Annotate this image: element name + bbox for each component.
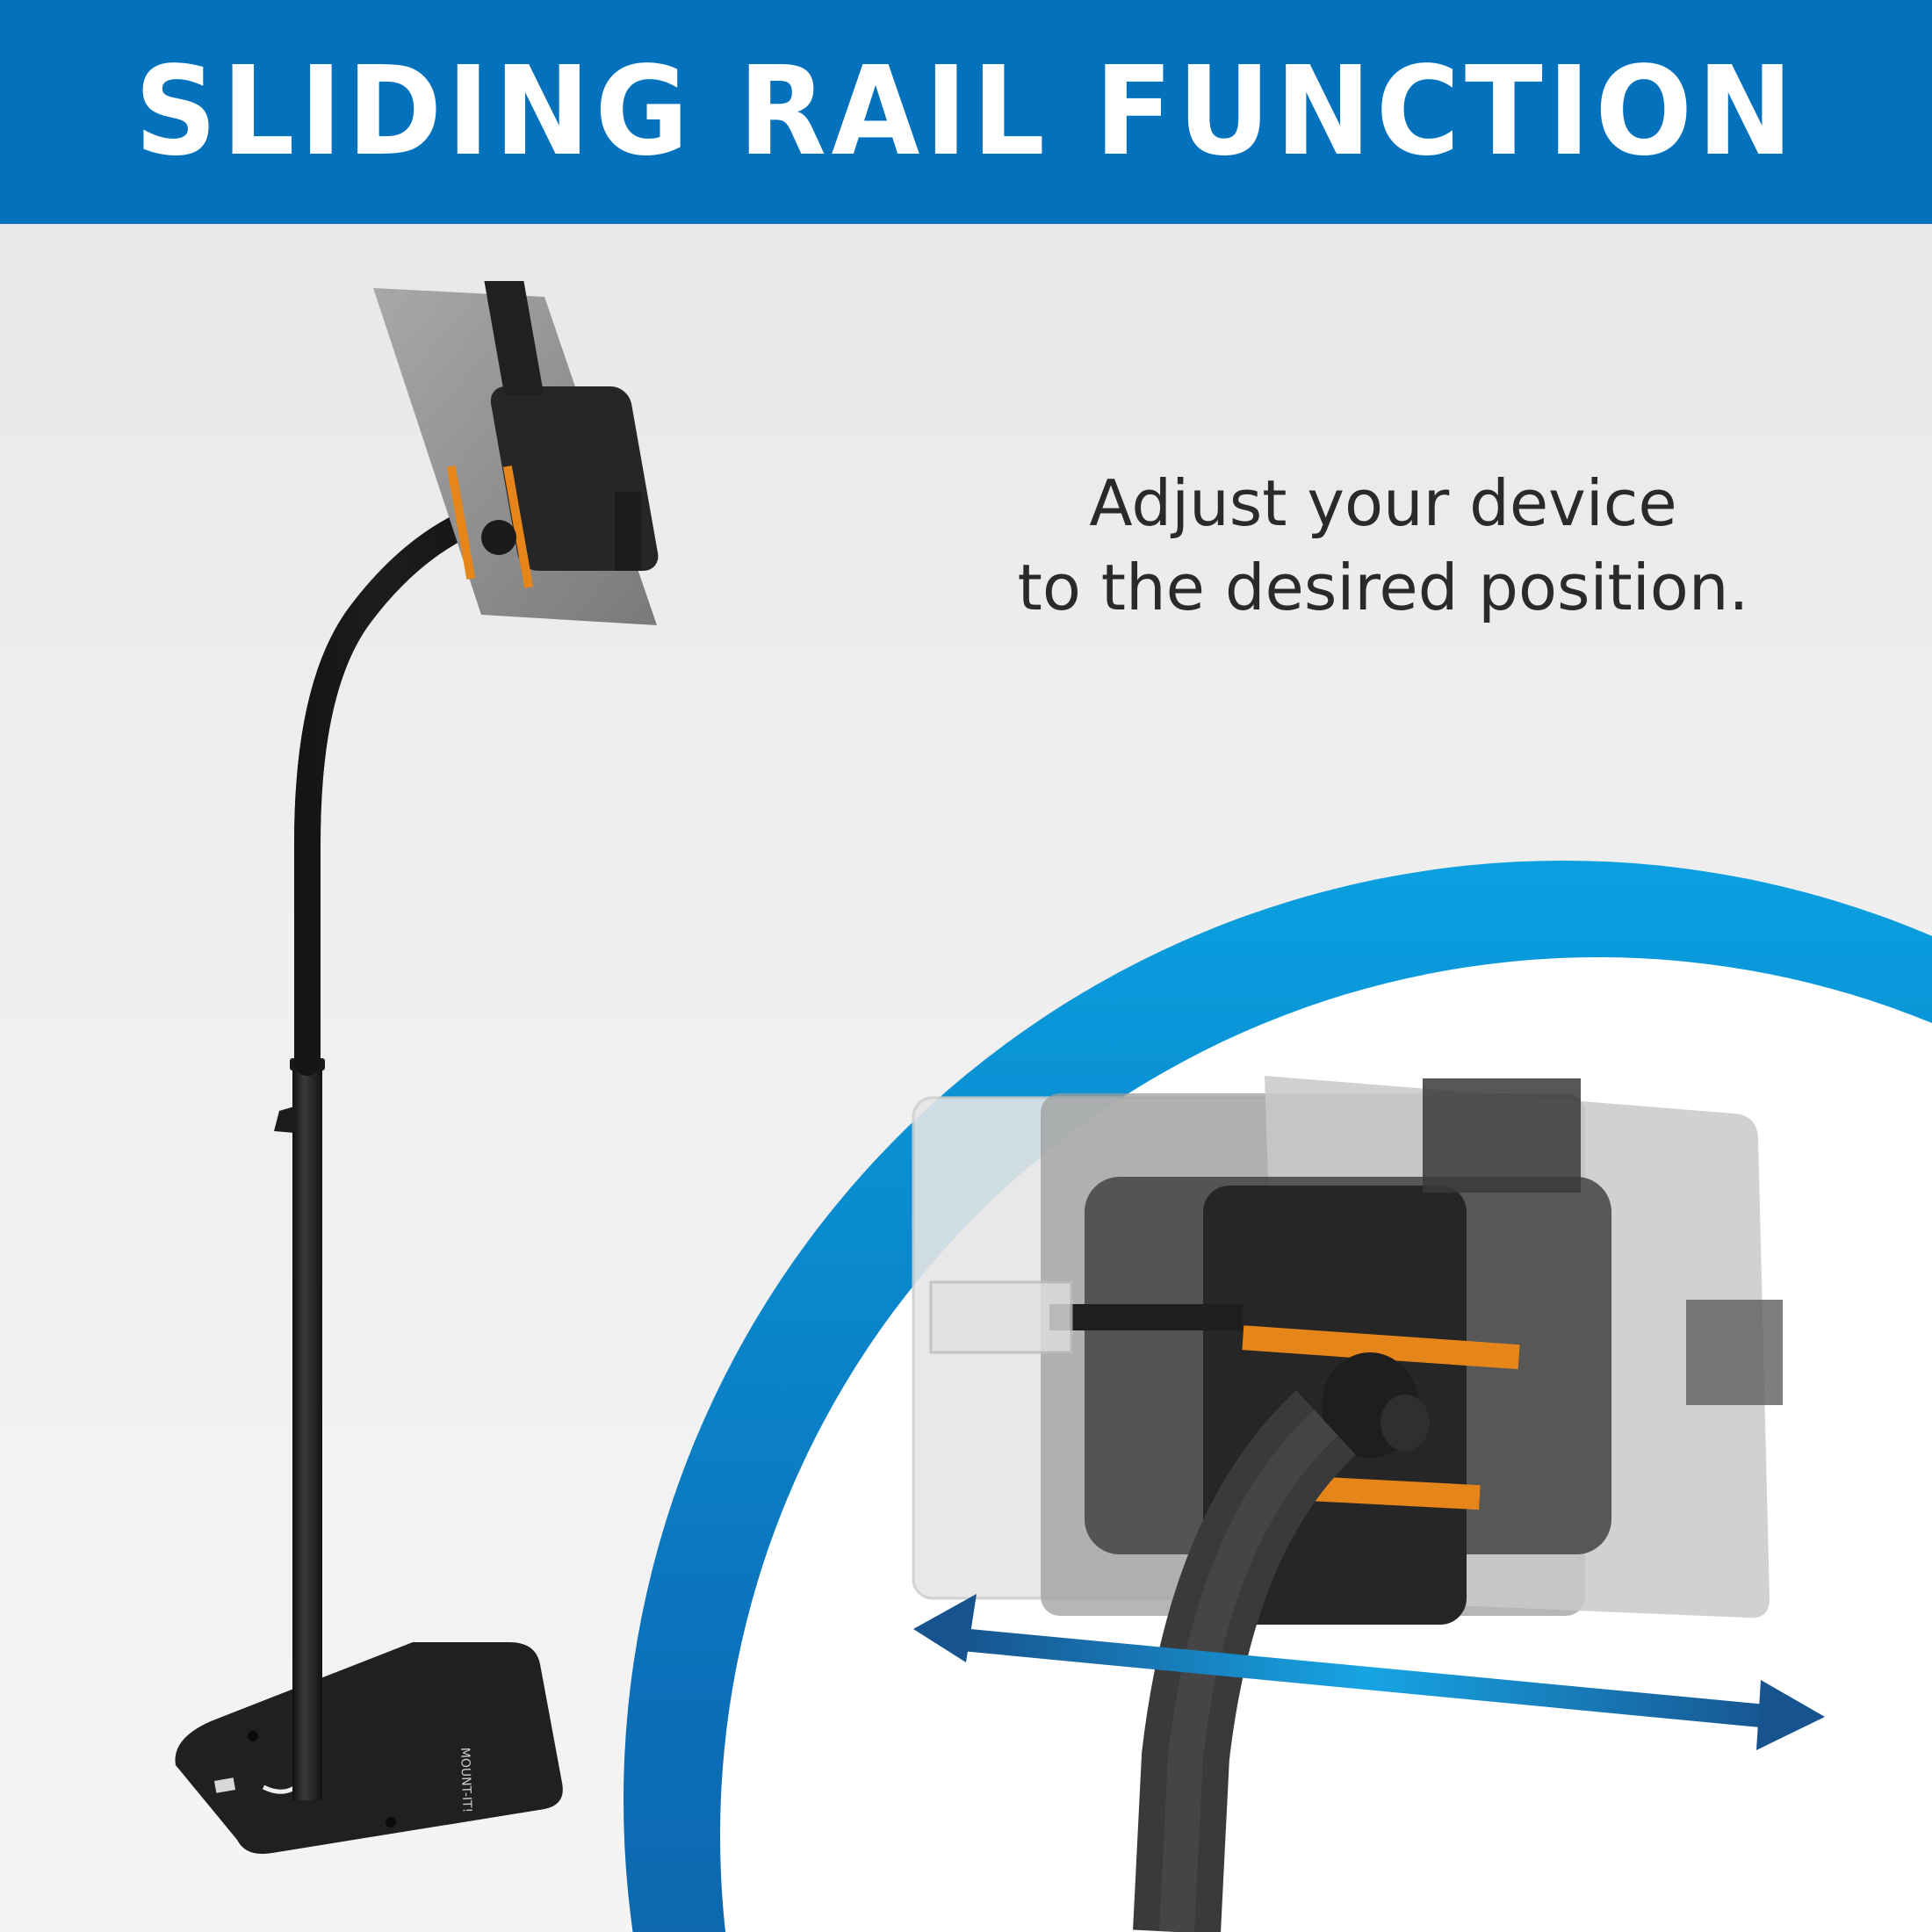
sliding-rail	[1049, 1304, 1243, 1330]
banner-title: SLIDING RAIL FUNCTION	[134, 40, 1798, 184]
orange-rail-left	[446, 465, 476, 580]
orange-rail-top	[1242, 1325, 1520, 1370]
stand-full-view: MOUNT-IT!	[175, 281, 659, 1854]
double-arrow-icon	[913, 1594, 1825, 1750]
side-clamp	[615, 492, 641, 571]
base-brand-label: MOUNT-IT!	[458, 1748, 474, 1813]
usb-connector	[213, 1777, 236, 1793]
orange-rail-right	[502, 465, 534, 588]
title-banner: SLIDING RAIL FUNCTION	[0, 0, 1932, 224]
lower-pole	[292, 1058, 322, 1800]
top-clamp-detail	[1423, 1078, 1581, 1193]
top-clamp	[484, 281, 544, 395]
swivel-joint	[481, 520, 516, 555]
upper-pole	[294, 505, 492, 1076]
height-adjust-knob	[274, 1107, 294, 1133]
detail-holder-view	[912, 1076, 1783, 1932]
caption-line-1: Adjust your device	[1089, 466, 1677, 540]
caption-line-2: to the desired position.	[1017, 551, 1749, 624]
base-plate	[175, 1642, 563, 1854]
side-clamp-detail	[1686, 1300, 1783, 1405]
feature-caption: Adjust your device to the desired positi…	[966, 461, 1800, 630]
